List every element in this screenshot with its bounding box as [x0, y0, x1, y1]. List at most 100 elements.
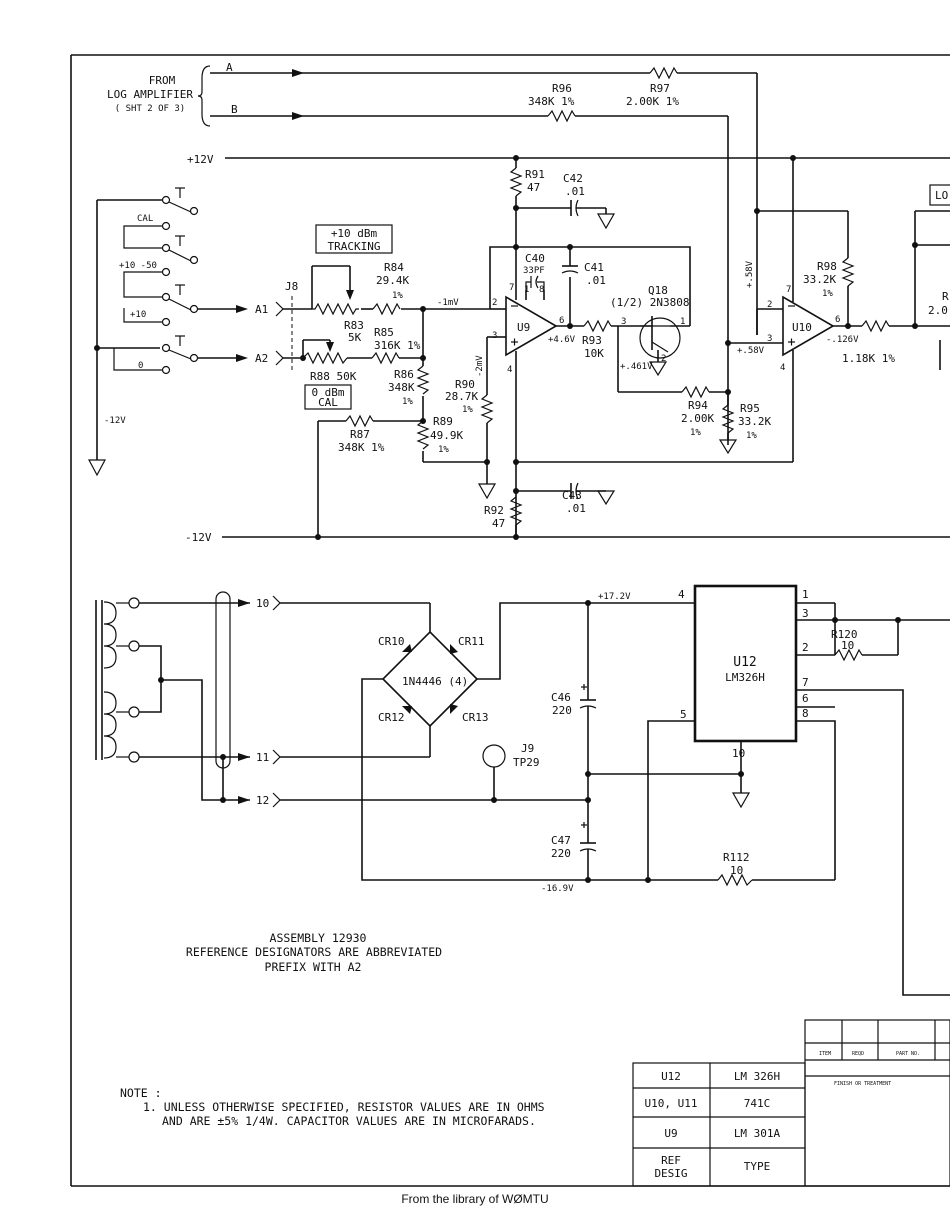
- capacitor-c47-val: 220: [551, 847, 571, 860]
- svg-text:348K 1%: 348K 1%: [528, 95, 575, 108]
- resistor-r87-val: 348K 1%: [338, 441, 385, 454]
- rail-m12-label: -12V: [185, 531, 212, 544]
- svg-text:0 dBm: 0 dBm: [311, 386, 344, 399]
- capacitor-c41-val: .01: [586, 274, 606, 287]
- table-row-type: LM 301A: [734, 1127, 781, 1140]
- resistor-r84-ref: R84: [384, 261, 404, 274]
- capacitor-c40-val: 33PF: [523, 266, 545, 276]
- svg-text:FROM: FROM: [149, 74, 176, 87]
- resistor-r86-ref: R86: [394, 368, 414, 381]
- tb-finish: FINISH OR TREATMENT: [834, 1081, 891, 1087]
- resistor-r112: [588, 873, 835, 887]
- resistor-r98-tol: 1%: [822, 289, 833, 299]
- capacitor-c40-ref: C40: [525, 252, 545, 265]
- jack-j8-label: J8: [285, 280, 298, 293]
- resistor-r84-tol: 1%: [392, 291, 403, 301]
- resistor-r86-val: 348K: [388, 381, 415, 394]
- a2-network: [283, 309, 487, 537]
- resistor-r87-ref: R87: [350, 428, 370, 441]
- capacitor-c42-val: .01: [565, 185, 585, 198]
- u9-pin4: 4: [507, 365, 512, 375]
- jack-a2-label: A2: [255, 352, 268, 365]
- capacitor-c46: [579, 600, 597, 830]
- svg-text:AND ARE ±5% 1/4W. CAPACITOR V: AND ARE ±5% 1/4W. CAPACITOR VALUES ARE I…: [162, 1114, 536, 1128]
- tb-reqd: REQD: [852, 1051, 864, 1057]
- line-a: [210, 66, 758, 335]
- capacitor-c46-val: 220: [552, 704, 572, 717]
- table-head-desig-2: DESIG: [654, 1167, 687, 1180]
- voltage-m2mv: -2mV: [475, 355, 485, 377]
- jack-a2-symbol: [275, 350, 284, 366]
- resistor-r94-val: 2.00K: [681, 412, 714, 425]
- svg-text:ASSEMBLY 12930: ASSEMBLY 12930: [270, 931, 367, 945]
- ref-type-table: [632, 1062, 806, 1187]
- u12-pin8: 8: [802, 707, 809, 720]
- u9-pin3: 3: [492, 331, 497, 341]
- capacitor-c40: [489, 244, 691, 326]
- table-head-type: TYPE: [744, 1160, 771, 1173]
- resistor-r92-val: 47: [492, 517, 505, 530]
- resistor-r91-ref: R91: [525, 168, 545, 181]
- signal-a-label: A: [226, 61, 233, 74]
- capacitor-c42: [516, 199, 616, 230]
- tb-item: ITEM: [819, 1051, 831, 1057]
- jack-12-symbol: [272, 792, 281, 808]
- title-block: [804, 1019, 950, 1187]
- q18-ref: Q18: [648, 284, 668, 297]
- voltage-p58a: +.58V: [745, 260, 755, 288]
- edge-lo-box: LO: [929, 184, 950, 206]
- voltage-p58b: +.58V: [737, 346, 765, 356]
- resistor-r93-ref: R93: [582, 334, 602, 347]
- test-point-tp29: [280, 744, 588, 803]
- svg-text:PREFIX WITH A2: PREFIX WITH A2: [265, 960, 362, 974]
- voltage-p461: +.461V: [620, 362, 653, 372]
- u9-pin8: 8: [539, 285, 544, 295]
- switch-m12-label: -12V: [104, 416, 126, 426]
- u12-type: LM326H: [725, 671, 765, 684]
- u9-ref: U9: [517, 321, 530, 334]
- diode-cr12: CR12: [378, 711, 405, 724]
- arrow-12: [238, 796, 250, 804]
- svg-text:+10 dBm: +10 dBm: [331, 227, 378, 240]
- diode-cr13: CR13: [462, 711, 489, 724]
- u10-pin4: 4: [780, 363, 785, 373]
- resistor-r89-val: 49.9K: [430, 429, 463, 442]
- u9-pin1: 1: [524, 285, 529, 295]
- assembly-note: ASSEMBLY 12930 REFERENCE DESIGNATORS ARE…: [186, 931, 442, 974]
- diode-bridge: [280, 602, 588, 881]
- resistor-r99: [861, 210, 950, 370]
- svg-text:LO: LO: [935, 189, 948, 202]
- switch-0-label: 0: [138, 361, 143, 371]
- q18-pin2: 2: [661, 354, 666, 364]
- resistor-r112-ref: R112: [723, 851, 750, 864]
- u12-pin3: 3: [802, 607, 809, 620]
- resistor-r95-ref: R95: [740, 402, 760, 415]
- svg-text:NOTE :: NOTE :: [120, 1086, 162, 1100]
- transformer: [95, 591, 250, 803]
- svg-text:TRACKING: TRACKING: [328, 240, 381, 253]
- source-brace: [197, 65, 211, 127]
- q18-pin3: 3: [621, 317, 626, 327]
- svg-text:( SHT 2 OF 3): ( SHT 2 OF 3): [115, 104, 185, 114]
- svg-text:LOG AMPLIFIER: LOG AMPLIFIER: [107, 88, 193, 101]
- svg-text:REFERENCE DESIGNATORS ARE ABBR: REFERENCE DESIGNATORS ARE ABBREVIATED: [186, 945, 442, 959]
- voltage-m126: -.126V: [826, 335, 859, 345]
- arrow-11: [238, 753, 250, 761]
- jack-10-symbol: [272, 595, 281, 611]
- opamp-u10: [516, 155, 862, 463]
- edge-resistor-val: 2.0: [928, 304, 948, 317]
- pin-12-label: 12: [256, 794, 269, 807]
- tb-part: PART NO.: [896, 1051, 920, 1057]
- capacitor-c42-ref: C42: [563, 172, 583, 185]
- resistor-r97: R97 2.00K 1%: [626, 82, 679, 108]
- pin-10-label: 10: [256, 597, 269, 610]
- rail-dot-a: [315, 534, 321, 540]
- resistor-r84-val: 29.4K: [376, 274, 409, 287]
- resistor-r90-val: 28.7K: [445, 390, 478, 403]
- regulator-u12: [588, 584, 950, 996]
- capacitor-c47-ref: C47: [551, 834, 571, 847]
- resistor-r93-val: 10K: [584, 347, 604, 360]
- switch-10-label: +10: [130, 310, 146, 320]
- pin-11-label: 11: [256, 751, 269, 764]
